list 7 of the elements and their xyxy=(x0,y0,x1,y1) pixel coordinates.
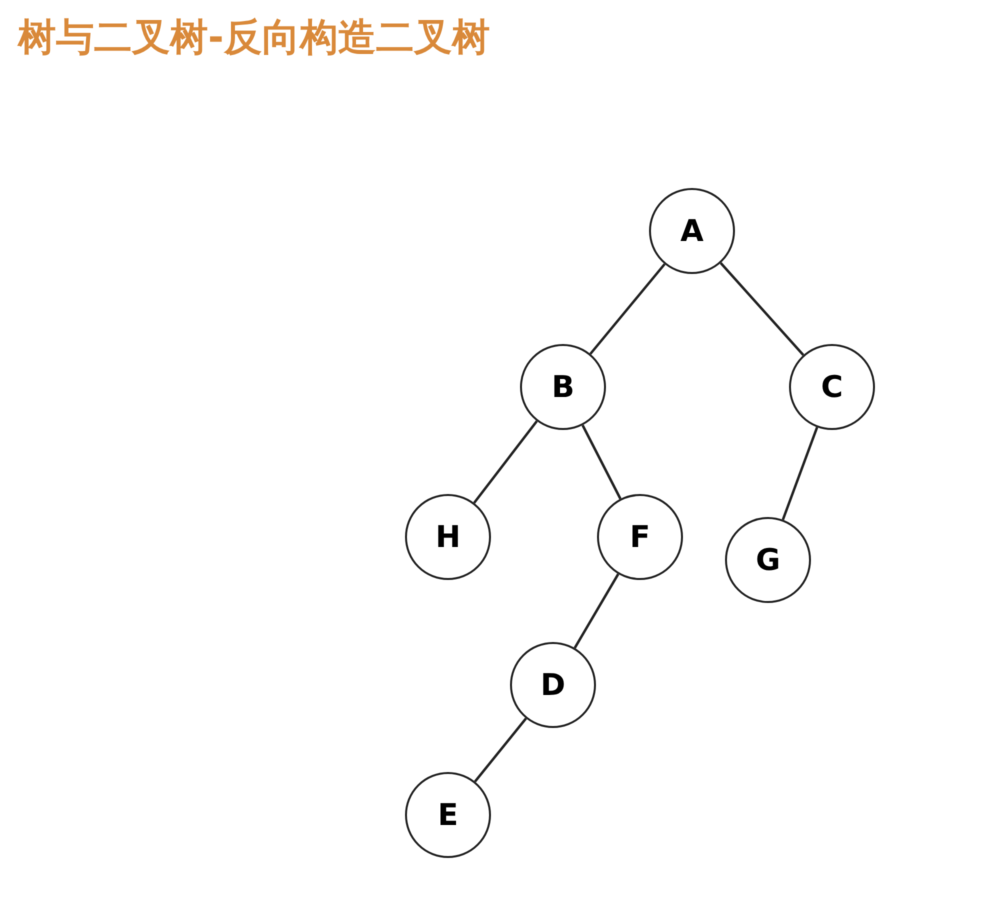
tree-edge xyxy=(720,262,804,356)
tree-edge xyxy=(582,424,622,500)
tree-edge xyxy=(574,573,620,649)
tree-edge xyxy=(474,718,527,782)
title: 树与二叉树-反向构造二叉树 xyxy=(18,14,490,61)
tree-edge xyxy=(589,263,666,355)
tree-edge xyxy=(473,420,538,504)
